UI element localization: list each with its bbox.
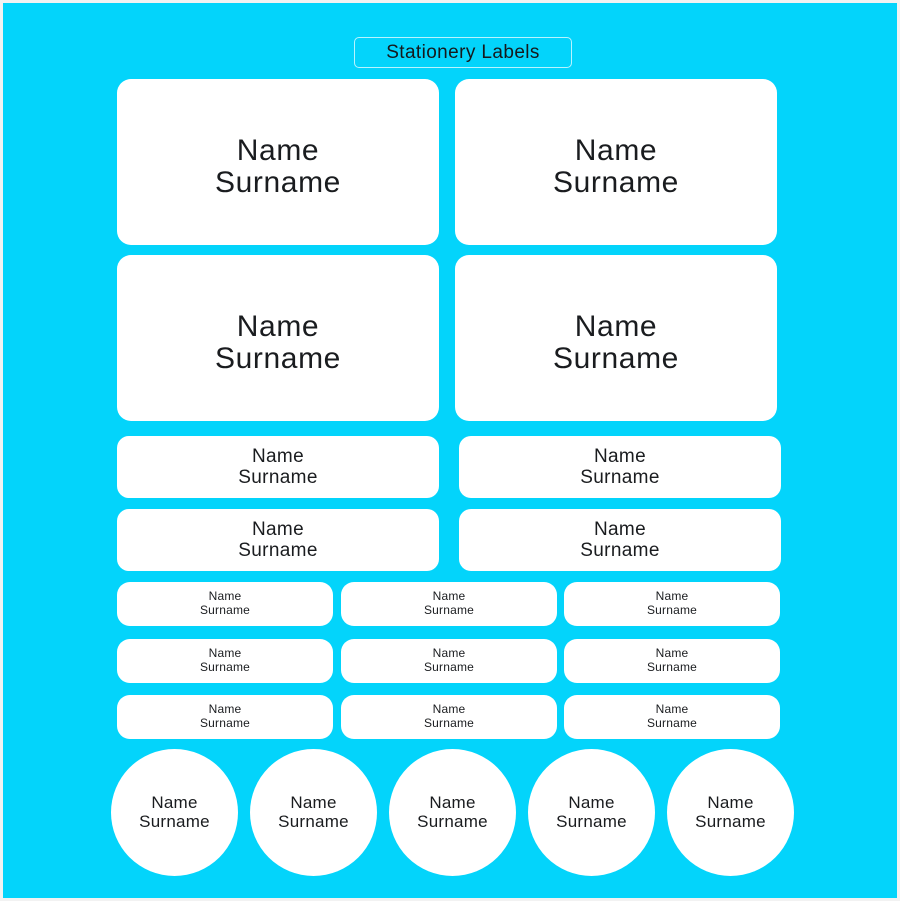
label-line-2: Surname (238, 467, 318, 488)
label-line-1: Name (208, 646, 242, 661)
label-line-2: Surname (553, 166, 679, 199)
label-line-1: Name (151, 792, 198, 812)
label-text: Name Surname (215, 133, 341, 199)
label-line-2: Surname (278, 811, 349, 831)
label-text: Name Surname (580, 446, 660, 489)
label-small-3[interactable]: Name Surname (564, 582, 780, 626)
label-line-2: Surname (695, 811, 766, 831)
label-line-1: Name (251, 518, 305, 540)
label-line-1: Name (429, 792, 476, 812)
label-small-7[interactable]: Name Surname (117, 695, 333, 739)
label-line-1: Name (432, 646, 466, 661)
label-circle-3[interactable]: Name Surname (389, 749, 516, 876)
page-title: Stationery Labels (386, 42, 540, 63)
label-line-2: Surname (238, 540, 318, 561)
label-line-2: Surname (215, 342, 341, 375)
label-small-6[interactable]: Name Surname (564, 639, 780, 683)
label-medium-1[interactable]: Name Surname (117, 436, 439, 498)
label-line-1: Name (236, 133, 320, 167)
label-text: Name Surname (580, 519, 660, 562)
label-text: Name Surname (646, 646, 698, 675)
label-line-2: Surname (423, 716, 475, 730)
label-small-1[interactable]: Name Surname (117, 582, 333, 626)
label-line-2: Surname (553, 342, 679, 375)
label-line-2: Surname (423, 603, 475, 617)
label-text: Name Surname (139, 792, 210, 831)
label-medium-2[interactable]: Name Surname (459, 436, 781, 498)
label-line-1: Name (574, 133, 658, 167)
label-large-2[interactable]: Name Surname (455, 79, 777, 245)
label-line-2: Surname (417, 811, 488, 831)
label-large-3[interactable]: Name Surname (117, 255, 439, 421)
label-line-1: Name (593, 518, 647, 540)
label-medium-4[interactable]: Name Surname (459, 509, 781, 571)
label-line-2: Surname (646, 716, 698, 730)
label-line-2: Surname (580, 540, 660, 561)
label-circle-4[interactable]: Name Surname (528, 749, 655, 876)
label-large-4[interactable]: Name Surname (455, 255, 777, 421)
label-line-1: Name (655, 702, 689, 717)
label-text: Name Surname (423, 702, 475, 731)
label-line-1: Name (655, 589, 689, 604)
label-line-1: Name (208, 702, 242, 717)
label-line-2: Surname (215, 166, 341, 199)
label-text: Name Surname (553, 133, 679, 199)
label-line-1: Name (593, 445, 647, 467)
label-line-2: Surname (556, 811, 627, 831)
label-small-8[interactable]: Name Surname (341, 695, 557, 739)
label-text: Name Surname (646, 589, 698, 618)
label-line-1: Name (432, 702, 466, 717)
label-line-1: Name (208, 589, 242, 604)
label-line-2: Surname (423, 660, 475, 674)
label-text: Name Surname (423, 646, 475, 675)
label-line-2: Surname (646, 603, 698, 617)
sheet-title-box: Stationery Labels (354, 37, 572, 68)
label-line-2: Surname (199, 603, 251, 617)
label-small-9[interactable]: Name Surname (564, 695, 780, 739)
label-line-2: Surname (580, 467, 660, 488)
label-line-1: Name (707, 792, 754, 812)
label-line-1: Name (236, 309, 320, 343)
label-text: Name Surname (695, 792, 766, 831)
label-text: Name Surname (646, 702, 698, 731)
label-line-2: Surname (199, 660, 251, 674)
label-medium-3[interactable]: Name Surname (117, 509, 439, 571)
label-line-2: Surname (199, 716, 251, 730)
label-line-1: Name (251, 445, 305, 467)
label-circle-2[interactable]: Name Surname (250, 749, 377, 876)
label-line-1: Name (432, 589, 466, 604)
label-small-2[interactable]: Name Surname (341, 582, 557, 626)
label-circle-5[interactable]: Name Surname (667, 749, 794, 876)
label-text: Name Surname (417, 792, 488, 831)
label-line-2: Surname (646, 660, 698, 674)
label-circle-1[interactable]: Name Surname (111, 749, 238, 876)
label-text: Name Surname (238, 519, 318, 562)
label-text: Name Surname (199, 646, 251, 675)
label-line-1: Name (568, 792, 615, 812)
label-text: Name Surname (556, 792, 627, 831)
label-line-2: Surname (139, 811, 210, 831)
label-line-1: Name (290, 792, 337, 812)
label-text: Name Surname (278, 792, 349, 831)
label-text: Name Surname (199, 589, 251, 618)
label-text: Name Surname (238, 446, 318, 489)
label-text: Name Surname (423, 589, 475, 618)
label-small-5[interactable]: Name Surname (341, 639, 557, 683)
label-small-4[interactable]: Name Surname (117, 639, 333, 683)
label-text: Name Surname (215, 309, 341, 375)
label-line-1: Name (655, 646, 689, 661)
label-text: Name Surname (199, 702, 251, 731)
label-large-1[interactable]: Name Surname (117, 79, 439, 245)
label-line-1: Name (574, 309, 658, 343)
label-text: Name Surname (553, 309, 679, 375)
